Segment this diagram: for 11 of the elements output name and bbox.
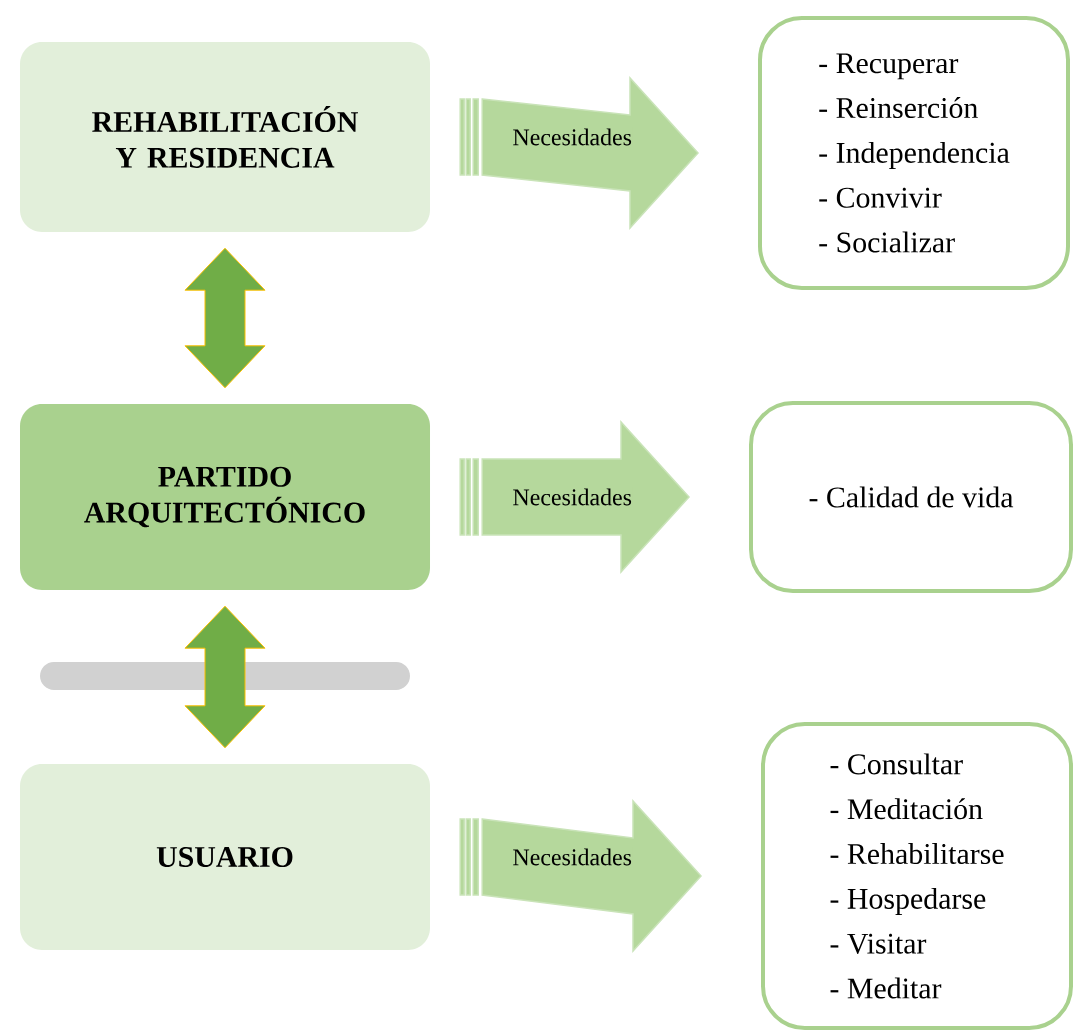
concept-box: PARTIDO ARQUITECTÓNICO xyxy=(20,404,430,590)
block-arrow xyxy=(459,799,702,953)
list-box: - Recuperar - Reinserción - Independencia - Convivir - Socializar xyxy=(758,16,1070,290)
double-arrow xyxy=(184,605,266,749)
list-box: - Calidad de vida xyxy=(749,401,1073,593)
concept-box: USUARIO xyxy=(20,764,430,950)
block-arrow xyxy=(459,420,690,574)
block-arrow xyxy=(459,76,699,230)
double-arrow xyxy=(184,247,266,389)
list-box: - Consultar - Meditación - Rehabilitarse - Hospedarse - Visitar - Meditar xyxy=(761,722,1073,1030)
concept-box: REHABILITACIÓN Y RESIDENCIA xyxy=(20,42,430,232)
